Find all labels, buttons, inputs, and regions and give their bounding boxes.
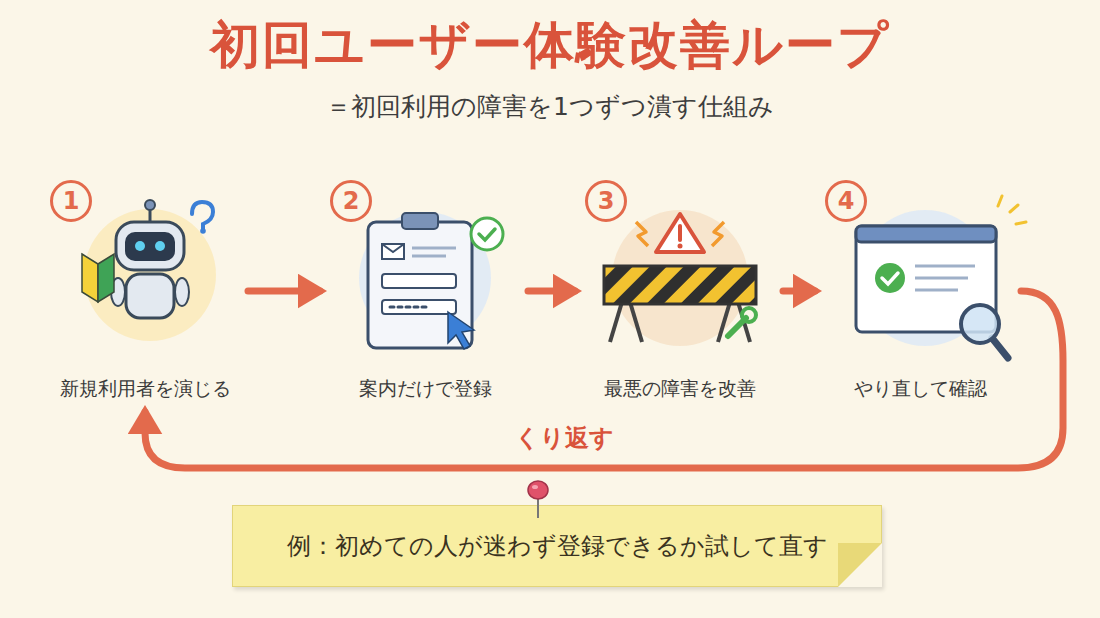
step-label: 案内だけで登録	[359, 376, 492, 402]
clipboard-illustration-part	[471, 218, 503, 250]
clipboard-illustration-part	[412, 255, 446, 258]
clipboard-illustration-part	[382, 274, 456, 288]
callout-number: 1	[50, 180, 92, 222]
barricade-illustration-part	[678, 226, 682, 240]
browser-illustration-part	[882, 273, 898, 284]
process-step: 3 最悪の障害を改善	[585, 180, 775, 402]
clipboard-illustration-part	[479, 229, 495, 240]
barricade-illustration-part	[610, 302, 622, 342]
robot-illustration-part	[125, 232, 175, 261]
robot-illustration-part	[200, 228, 206, 234]
clipboard-illustration-part	[448, 312, 474, 349]
process-step: 1 新規利用者を演じる	[50, 180, 240, 402]
robot-illustration-part	[145, 200, 155, 210]
flow-arrow	[145, 291, 1063, 468]
browser-illustration-part	[915, 265, 975, 268]
browser-illustration-part	[992, 338, 1008, 358]
browser-illustration-part	[856, 226, 996, 242]
barricade-illustration-part	[678, 244, 683, 249]
barricade-illustration-part	[656, 214, 704, 252]
process-step: 4 やり直して確認	[825, 180, 1015, 402]
pushpin	[520, 478, 556, 526]
browser-illustration-part	[961, 305, 999, 343]
callout-number: 3	[585, 180, 627, 222]
robot-illustration-part	[155, 241, 165, 251]
robot-illustration-part	[84, 209, 216, 341]
note-text: 例：初めての人が迷わず登録できるか試して直す	[287, 530, 828, 562]
browser-illustration-part	[915, 277, 968, 280]
clipboard-illustration-part	[382, 244, 404, 252]
clipboard-illustration-part	[382, 300, 456, 314]
pushpin-part	[528, 481, 548, 499]
barricade-illustration-part	[636, 222, 648, 246]
callout-number: 2	[330, 180, 372, 222]
robot-illustration-part	[175, 278, 189, 306]
flow-arrow	[783, 288, 815, 295]
step-label: やり直して確認	[854, 376, 987, 402]
clipboard-illustration	[359, 212, 503, 349]
barricade-illustration-part	[604, 266, 756, 304]
barricade-illustration-part	[742, 308, 756, 322]
clipboard-illustration-part	[390, 306, 426, 309]
clipboard-illustration-part	[412, 247, 456, 250]
browser-illustration-part	[875, 263, 905, 293]
barricade-illustration-part	[604, 266, 756, 304]
diagram-title: 初回ユーザー体験改善ループ	[0, 12, 1100, 79]
robot-illustration-part	[82, 254, 98, 302]
barricade-illustration-part	[604, 266, 756, 304]
robot-illustration-part	[116, 222, 184, 270]
step-label: 新規利用者を演じる	[60, 376, 231, 402]
callout-number: 4	[825, 180, 867, 222]
robot-illustration-part	[126, 274, 174, 318]
clipboard-illustration-part	[402, 213, 438, 229]
robot-illustration-part	[98, 254, 114, 302]
flow-arrow	[248, 288, 320, 295]
clipboard-illustration-part	[382, 244, 404, 259]
pushpin-part	[532, 485, 538, 489]
edge-label: くり返す	[509, 422, 620, 454]
browser-illustration-part	[915, 289, 958, 292]
subtitle: ＝初回利用の障害を1つずつ潰す仕組み	[0, 90, 1100, 123]
robot-illustration-part	[135, 241, 145, 251]
barricade-illustration-part	[712, 222, 724, 246]
browser-illustration-part	[998, 196, 1026, 224]
barricade-illustration-part	[630, 302, 642, 342]
robot-illustration	[82, 200, 216, 341]
robot-illustration-part	[192, 202, 213, 231]
barricade-illustration	[604, 210, 756, 346]
sticky-note: 例：初めての人が迷わず登録できるか試して直す	[232, 505, 882, 587]
browser-illustration	[856, 196, 1026, 358]
step-label: 最悪の障害を改善	[604, 376, 756, 402]
flow-arrow	[528, 288, 575, 295]
process-step: 2 案内だけで登録	[330, 180, 520, 402]
